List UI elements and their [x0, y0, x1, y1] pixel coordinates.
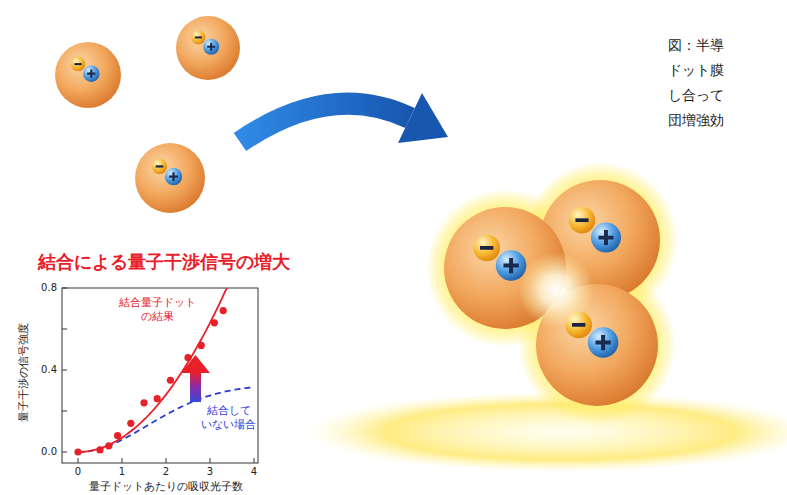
plus-sign [207, 43, 215, 51]
x-tick [254, 458, 255, 463]
electron [191, 30, 205, 44]
minus-sign [156, 165, 164, 167]
data-point [184, 354, 191, 361]
data-point [167, 377, 174, 384]
electron [569, 207, 595, 233]
tick-label: 1 [119, 466, 125, 479]
hole [165, 168, 183, 186]
tick-label: 0.4 [41, 364, 57, 377]
data-point [154, 395, 161, 402]
electron [71, 57, 86, 72]
data-point [220, 307, 227, 314]
data-point [96, 446, 103, 453]
quantum-dot [176, 16, 240, 80]
single-dots [55, 16, 240, 213]
electron [473, 234, 500, 261]
axis-ticks [62, 288, 254, 463]
electron [152, 159, 167, 174]
coupling-glow [518, 252, 594, 328]
plus-sign [503, 258, 518, 273]
quantum-dot [135, 143, 205, 213]
plus-sign [87, 70, 95, 78]
data-point [74, 448, 81, 455]
x-tick [210, 458, 211, 463]
transition-arrow [240, 104, 410, 142]
signal-chart [62, 266, 258, 463]
arrow-head [398, 93, 448, 143]
quantum-dot [55, 42, 121, 108]
minus-sign [480, 246, 493, 250]
x-tick [122, 458, 123, 463]
tick-label: 0.0 [41, 446, 57, 459]
minus-sign [74, 63, 81, 65]
y-tick [62, 452, 67, 453]
increase-arrow-shaft [190, 372, 201, 402]
hole [83, 65, 100, 82]
plus-sign [595, 335, 610, 350]
y-tick [62, 411, 67, 412]
minus-sign [572, 323, 585, 327]
minus-sign [195, 36, 202, 38]
data-point [127, 420, 134, 427]
increase-arrow-head [181, 355, 210, 373]
data-point [114, 432, 121, 439]
y-tick [62, 288, 67, 289]
tick-label: 2 [163, 466, 169, 479]
data-point [211, 319, 218, 326]
y-tick [62, 329, 67, 330]
data-point [198, 342, 205, 349]
series-annotation: 結合して いない場合 [201, 404, 257, 432]
tick-label: 0.8 [41, 282, 57, 295]
y-tick [62, 370, 67, 371]
chart-title: 結合による量子干渉信号の増大 [38, 251, 290, 274]
plot-frame [62, 288, 258, 463]
tick-label: 3 [207, 466, 213, 479]
x-tick [78, 458, 79, 463]
tick-label: 4 [251, 466, 257, 479]
hole [591, 223, 621, 253]
tick-label: 0 [75, 466, 81, 479]
hole [203, 39, 219, 55]
hole [588, 327, 619, 358]
data-point [105, 442, 112, 449]
figure-caption: 図：半導 ドット膜 し合って 団増強効 [668, 33, 726, 133]
axis-label: 量子ドットあたりの吸収光子数 [89, 480, 243, 494]
coupled-dots [426, 162, 678, 424]
plus-sign [169, 172, 178, 181]
data-point [140, 399, 147, 406]
plus-sign [599, 230, 614, 245]
axis-label: 量子干渉の信号強度 [17, 323, 31, 422]
x-tick [166, 458, 167, 463]
minus-sign [575, 218, 588, 222]
series-annotation: 結合量子ドット の結果 [119, 296, 198, 324]
